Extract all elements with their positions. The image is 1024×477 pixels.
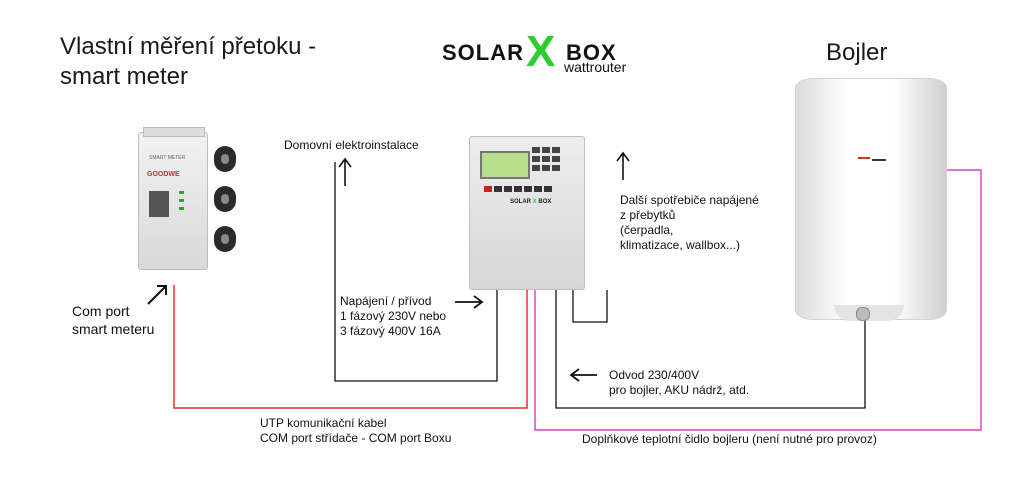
- smart-meter-device: SMART METER GOODWE: [138, 127, 208, 270]
- label-doplnkove: Doplňkové teplotní čidlo bojleru (není n…: [582, 432, 877, 446]
- boiler-logo-icon: [858, 155, 886, 163]
- boiler-thermostat-knob: [856, 307, 870, 321]
- arrow-com-port: [147, 285, 167, 305]
- title-smart-meter: Vlastní měření přetoku - smart meter: [60, 33, 317, 90]
- consumers-wire: [572, 290, 608, 323]
- power-feed-wire: [334, 162, 498, 382]
- title-boiler: Bojler: [826, 39, 888, 66]
- label-dalsi-spotrebice: Další spotřebiče napájené z přebytků (če…: [620, 193, 759, 252]
- solarxbox-controller: SOLAR X BOX: [469, 136, 585, 290]
- label-odvod: Odvod 230/400V pro bojler, AKU nádrž, at…: [609, 368, 750, 397]
- utp-cable: [173, 285, 528, 409]
- controller-lcd: [480, 151, 530, 179]
- logo-solar: SOLAR: [442, 40, 524, 65]
- meter-display: [149, 191, 169, 217]
- label-utp: UTP komunikační kabel COM port střídače …: [260, 416, 452, 445]
- logo-wattrouter: wattrouter: [564, 59, 627, 75]
- logo-box: BOX: [566, 40, 617, 65]
- sensor-cable: [534, 169, 982, 431]
- arrow-napajeni: [455, 295, 484, 309]
- label-com-port: Com port smart meteru: [72, 303, 155, 337]
- label-napajeni: Napájení / přívod 1 fázový 230V nebo 3 f…: [340, 294, 447, 338]
- solarxbox-logo: SOLAR X BOX wattrouter: [442, 30, 642, 78]
- controller-keypad: [532, 147, 572, 183]
- arrow-up-domovni: [338, 157, 352, 186]
- current-clamp-1: [214, 146, 236, 172]
- meter-brand: GOODWE: [147, 171, 180, 178]
- boiler-image: [795, 78, 947, 321]
- current-clamp-2: [214, 186, 236, 212]
- arrow-up-dalsi: [616, 151, 630, 180]
- label-domovni: Domovní elektroinstalace: [284, 138, 419, 152]
- boiler-output-wire: [555, 290, 866, 409]
- controller-buttons: [484, 179, 554, 197]
- logo-x: X: [526, 27, 556, 76]
- controller-brand: SOLAR X BOX: [510, 199, 552, 205]
- meter-label: SMART METER: [149, 155, 186, 161]
- current-clamp-3: [214, 226, 236, 252]
- arrow-odvod: [569, 368, 597, 382]
